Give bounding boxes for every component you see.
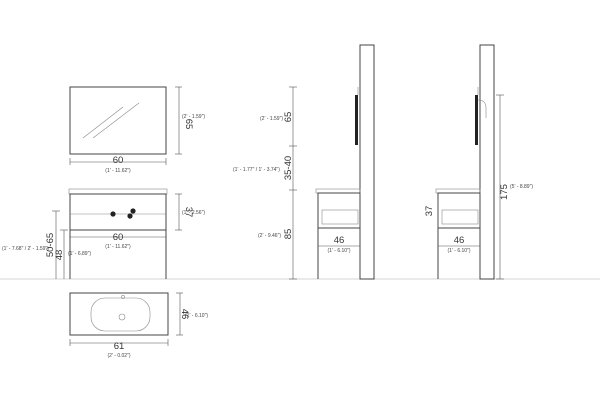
side2-total-label: 175 [499,184,510,200]
basin-depth-label: 46 [179,309,190,320]
drain [118,313,126,321]
mirror-glare [82,106,124,139]
side1-depth-label: 46 [334,235,345,246]
basin-depth-imperial: (1' - 6.10") [185,313,208,319]
countertop-side [435,188,481,194]
side2-drawer-label: 37 [424,206,435,217]
side2-total-imperial: (5' - 8.89") [510,184,533,190]
side1-gap-imperial: (1' - 1.77" / 1' - 3.74") [233,167,280,173]
height-range-imperial: (1' - 7.68" / 2' - 1.59") [2,246,49,252]
plumbing-hole [127,213,133,219]
side-view-left [289,44,375,280]
mirror-side [355,95,358,145]
mirror-height-label: 65 [183,119,194,130]
basin-width-label: 61 [114,341,125,352]
tap-hole [121,295,125,299]
mirror-width-imperial: (1' - 11.62") [105,168,131,174]
cabinet-width-label: 60 [113,232,124,243]
side2-depth-label: 46 [454,235,465,246]
drawer-inner [321,209,359,225]
leg-height-label: 48 [54,250,65,261]
side-view-right [435,44,504,280]
side1-gap-label: 35-40 [283,156,294,180]
basin-outline [69,292,169,336]
side1-floor-label: 85 [283,229,294,240]
mirror-side [475,95,478,145]
side2-depth-imperial: (1' - 6.10") [447,248,470,254]
side1-floor-imperial: (2' - 9.46") [258,233,281,239]
drawer-side [437,192,481,229]
basin-width-imperial: (2' - 0.02") [107,353,130,359]
plumbing-hole [130,208,136,214]
side1-mirror-imperial: (2' - 1.59") [260,116,283,122]
mirror-hinge [477,99,487,118]
drawer-box [69,193,167,231]
side1-depth-imperial: (1' - 6.10") [327,248,350,254]
leg-height-imperial: (1' - 6.89") [68,251,91,257]
mirror-glare [92,102,140,139]
wall-panel [359,44,375,280]
mirror-height-imperial: (2' - 1.59") [182,114,205,120]
drawer-side [317,192,361,229]
countertop [68,188,168,195]
basin-top-view [69,292,183,346]
plumbing-hole [110,211,116,217]
cabinet-front-view [52,188,182,279]
mirror-outline [69,86,167,155]
mirror-front-view [69,86,182,165]
drawer-depth-label: 37 [183,207,194,218]
drawer-depth-imperial: (1' - 2.56") [182,210,205,216]
countertop-side [315,188,361,194]
height-range-label: 50-65 [45,233,56,257]
side1-mirror-label: 65 [283,112,294,123]
cabinet-width-imperial: (1' - 11.62") [105,244,131,250]
basin-bowl [90,297,151,332]
mirror-width-label: 60 [113,155,124,166]
drawer-inner [441,209,479,225]
wall-panel [479,44,495,280]
